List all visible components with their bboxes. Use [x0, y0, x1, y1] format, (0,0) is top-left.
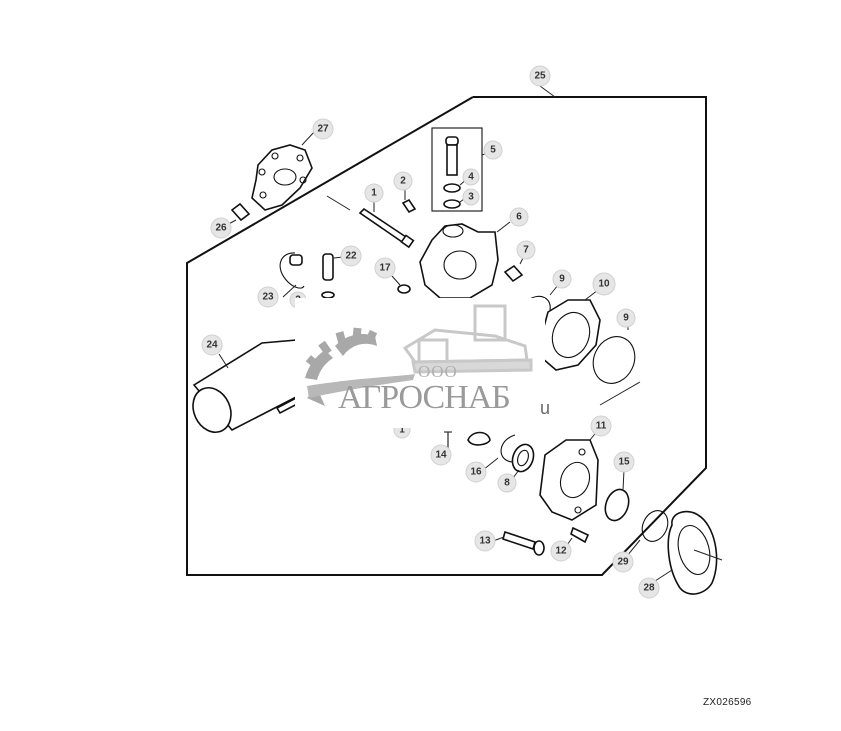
part-5-valve-box [431, 127, 483, 212]
callout-1: 1 [364, 183, 384, 203]
assembly-frame [186, 96, 707, 576]
part-7-pin [503, 264, 524, 283]
svg-text:26: 26 [215, 223, 227, 234]
part-29-o-ring [641, 510, 669, 542]
svg-text:7: 7 [523, 245, 529, 256]
svg-text:23: 23 [262, 292, 274, 303]
svg-text:28: 28 [643, 583, 655, 594]
part-13-bolt [502, 530, 536, 551]
part-15-seal [604, 488, 630, 522]
svg-text:1: 1 [371, 188, 377, 199]
svg-text:27: 27 [317, 124, 329, 135]
callout-26: 26 [210, 217, 232, 239]
part-27-cover-plate [251, 144, 313, 211]
callout-4: 4 [462, 168, 480, 186]
watermark-panel [295, 298, 545, 428]
callout-27: 27 [312, 118, 334, 140]
svg-text:1: 1 [399, 425, 405, 436]
callout-22: 22 [340, 245, 362, 267]
part-22-fitting [321, 253, 335, 299]
part-17-o-ring [397, 284, 411, 294]
svg-text:8: 8 [504, 478, 510, 489]
callout-7: 7 [516, 240, 536, 260]
callout-29: 29 [612, 551, 634, 573]
svg-text:22: 22 [345, 251, 357, 262]
part-11-bearing-housing [539, 439, 599, 521]
part-1-shaft [358, 207, 415, 249]
callout-11: 11 [590, 415, 612, 437]
part-28-gasket [667, 510, 718, 595]
part-2-pin [401, 198, 417, 214]
callout-16: 16 [465, 461, 487, 483]
callout-3: 3 [462, 188, 480, 206]
svg-text:25: 25 [534, 71, 546, 82]
svg-text:5: 5 [490, 145, 496, 156]
svg-text:10: 10 [598, 279, 610, 290]
callout-25: 25 [529, 65, 551, 87]
callout-24: 24 [201, 334, 223, 356]
svg-text:4: 4 [468, 172, 474, 183]
part-9-o-ring-right [592, 336, 636, 384]
callout-9-upper: 9 [552, 269, 572, 289]
callout-6: 6 [509, 207, 529, 227]
figure-code: ZX026596 [703, 697, 752, 708]
svg-text:14: 14 [435, 450, 447, 461]
svg-text:2: 2 [400, 176, 406, 187]
svg-text:13: 13 [479, 536, 491, 547]
part-26-pin [230, 202, 251, 222]
callout-23: 23 [257, 286, 279, 308]
svg-text:6: 6 [516, 212, 522, 223]
combine-harvester-icon [402, 304, 533, 374]
svg-text:24: 24 [206, 340, 218, 351]
callout-10: 10 [592, 272, 616, 296]
callout-15: 15 [613, 451, 635, 473]
svg-text:15: 15 [618, 457, 630, 468]
callout-5: 5 [483, 140, 503, 160]
watermark-fragment: u [540, 398, 551, 418]
watermark-company-name: АГРОСНАБ [338, 379, 511, 416]
part-8-bearing [511, 443, 535, 473]
svg-text:17: 17 [379, 263, 391, 274]
svg-text:12: 12 [555, 546, 567, 557]
svg-text:11: 11 [596, 421, 607, 432]
part-14-washer [467, 431, 491, 446]
part-16-snap-ring [500, 434, 516, 463]
part-5-valve [443, 136, 461, 209]
gear-icon [305, 327, 378, 406]
svg-text:29: 29 [617, 557, 629, 568]
callout-9-right: 9 [616, 308, 636, 328]
svg-text:9: 9 [559, 274, 565, 285]
svg-text:3: 3 [468, 192, 474, 203]
callout-12: 12 [550, 540, 572, 562]
callout-2: 2 [393, 171, 413, 191]
watermark-prefix: ООО [418, 362, 458, 381]
callout-17: 17 [374, 257, 396, 279]
part-10-gasket [541, 299, 601, 371]
part-23-clamp [279, 252, 305, 289]
callout-8: 8 [497, 473, 517, 493]
svg-text:9: 9 [623, 313, 629, 324]
callout-13: 13 [474, 530, 496, 552]
svg-text:16: 16 [470, 467, 482, 478]
part-24-sleeve [192, 339, 301, 433]
part-14-key [444, 431, 452, 448]
callout-28: 28 [638, 577, 660, 599]
part-12-bolt [570, 526, 590, 544]
callout-14: 14 [430, 444, 452, 466]
part-6-pump-body [419, 223, 499, 299]
watermark-logo-graphic [305, 304, 533, 406]
